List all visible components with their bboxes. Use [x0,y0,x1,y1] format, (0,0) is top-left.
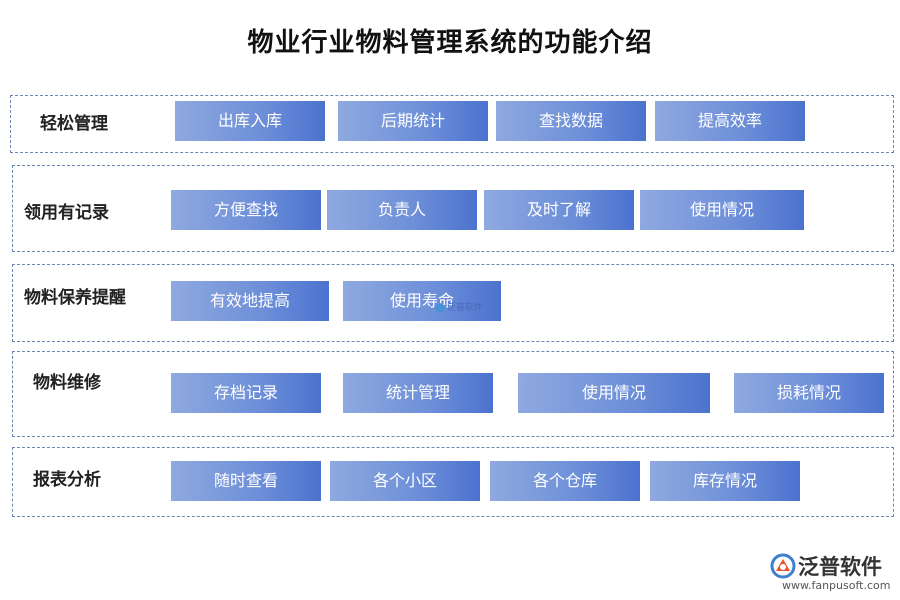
feature-chip: 负责人 [327,190,477,230]
logo-url: www.fanpusoft.com [782,579,891,592]
brand-logo: 泛普软件 www.fanpusoft.com [770,551,895,596]
section-label: 领用有记录 [24,203,109,223]
section-label: 报表分析 [33,470,101,490]
section-usage-record [12,165,894,252]
feature-chip: 损耗情况 [734,373,884,413]
feature-chip: 存档记录 [171,373,321,413]
section-repair [12,351,894,437]
feature-chip: 各个小区 [330,461,480,501]
feature-chip: 使用情况 [640,190,804,230]
section-label: 轻松管理 [40,114,108,134]
feature-chip: 各个仓库 [490,461,640,501]
section-maintenance-reminder [12,264,894,342]
feature-chip: 查找数据 [496,101,646,141]
section-report-analysis [12,447,894,517]
feature-chip: 随时查看 [171,461,321,501]
watermark-logo-icon [435,302,445,313]
feature-chip: 库存情况 [650,461,800,501]
feature-chip: 后期统计 [338,101,488,141]
watermark: 泛普软件 [435,300,483,313]
feature-chip: 提高效率 [655,101,805,141]
feature-chip: 出库入库 [175,101,325,141]
section-label: 物料保养提醒 [24,288,126,308]
feature-chip: 及时了解 [484,190,634,230]
section-easy-management [10,95,894,153]
logo-name: 泛普软件 [798,555,882,579]
watermark-text: 泛普软件 [447,303,484,313]
page-title: 物业行业物料管理系统的功能介绍 [247,28,653,58]
section-label: 物料维修 [33,373,101,393]
feature-chip: 方便查找 [171,190,321,230]
fanpu-logo-icon [770,553,796,579]
feature-chip: 有效地提高 [171,281,329,321]
feature-chip: 统计管理 [343,373,493,413]
feature-chip: 使用情况 [518,373,710,413]
